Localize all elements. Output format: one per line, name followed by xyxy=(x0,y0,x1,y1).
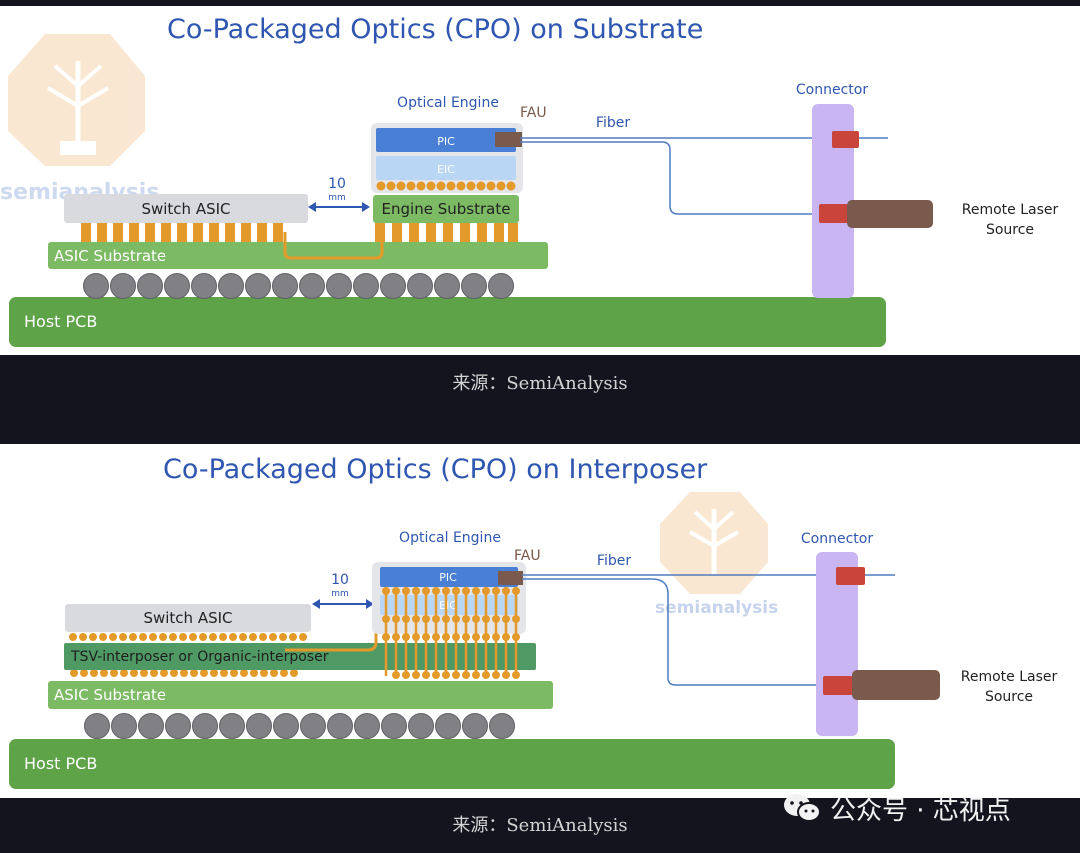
interposer xyxy=(64,643,536,670)
host-pcb-label: Host PCB xyxy=(24,312,97,331)
host-pcb xyxy=(9,739,895,789)
fiber-laser xyxy=(522,578,826,686)
diagram-title: Co-Packaged Optics (CPO) on Interposer xyxy=(163,454,708,485)
distance-unit: mm xyxy=(328,193,346,203)
pic-label: PIC xyxy=(437,135,455,148)
connector-label: Connector xyxy=(801,531,873,547)
connector xyxy=(812,104,854,298)
optical-engine-label: Optical Engine xyxy=(397,95,499,111)
pic-chip xyxy=(376,128,516,152)
engine-bumps xyxy=(375,223,518,242)
host-pcb-label: Host PCB xyxy=(24,754,97,773)
fau-label: FAU xyxy=(514,548,541,564)
wechat-watermark: 公众号 · 芯视点 xyxy=(782,788,1011,828)
interposer-label: TSV-interposer or Organic-interposer xyxy=(70,649,329,665)
distance-unit: mm xyxy=(331,589,349,599)
fiber-label: Fiber xyxy=(597,553,631,569)
wechat-icon xyxy=(784,794,821,822)
watermark-text: 公众号 · 芯视点 xyxy=(830,795,1011,826)
fau xyxy=(495,132,522,147)
eic-label: EIC xyxy=(439,599,457,612)
diagram-title: Co-Packaged Optics (CPO) on Substrate xyxy=(167,14,703,45)
switch-asic xyxy=(65,604,311,632)
remote-laser-label-line2: Source xyxy=(985,689,1033,705)
diagram-substrate-panel: semianalysis Co-Packaged Optics (CPO) on… xyxy=(0,6,1080,355)
diagram-substrate: semianalysis Co-Packaged Optics (CPO) on… xyxy=(0,14,1059,347)
fiber-label: Fiber xyxy=(596,115,630,131)
semianalysis-logo xyxy=(660,492,768,594)
remote-laser-label-line2: Source xyxy=(986,222,1034,238)
routing-trace xyxy=(283,232,384,260)
remote-laser-source xyxy=(852,670,940,700)
diagram-interposer: Co-Packaged Optics (CPO) on Interposer s… xyxy=(9,454,1058,789)
remote-laser-label-line1: Remote Laser xyxy=(962,202,1059,218)
bga-balls xyxy=(83,273,514,299)
connector-port-laser xyxy=(819,204,848,223)
eic-label: EIC xyxy=(437,163,455,176)
diagram-interposer-panel: Co-Packaged Optics (CPO) on Interposer s… xyxy=(0,444,1080,798)
logo-text: semianalysis xyxy=(655,598,778,618)
distance-arrow xyxy=(308,202,370,212)
eic-chip xyxy=(380,595,518,615)
tsv-pillars xyxy=(384,587,518,676)
distance-value: 10 xyxy=(331,572,349,588)
interposer-bumps xyxy=(70,669,520,679)
caption-substrate: 来源：SemiAnalysis xyxy=(452,373,628,394)
asic-substrate xyxy=(48,242,548,269)
pic-chip xyxy=(380,567,518,587)
engine-substrate-label: Engine Substrate xyxy=(382,200,511,218)
routing-trace xyxy=(285,602,378,652)
asic-substrate-label: ASIC Substrate xyxy=(54,247,166,265)
remote-laser-source xyxy=(847,200,933,228)
switch-asic-label: Switch ASIC xyxy=(143,609,232,627)
bga-balls xyxy=(84,713,515,739)
switch-asic-label: Switch ASIC xyxy=(141,200,230,218)
distance-arrow xyxy=(312,599,374,609)
connector-port-laser xyxy=(823,676,853,695)
switch-asic xyxy=(64,194,308,223)
fiber-laser xyxy=(520,141,848,215)
pic-microbumps xyxy=(382,587,520,641)
fau-label: FAU xyxy=(520,105,547,121)
fau xyxy=(498,571,523,585)
asic-bumps xyxy=(81,223,283,242)
eic-microbumps xyxy=(376,181,516,191)
engine-substrate xyxy=(373,195,519,223)
host-pcb xyxy=(9,297,886,347)
pic-label: PIC xyxy=(439,571,457,584)
asic-substrate xyxy=(48,681,553,709)
semianalysis-logo xyxy=(8,34,145,166)
caption-interposer: 来源：SemiAnalysis xyxy=(452,815,628,836)
connector-port-data xyxy=(836,567,865,585)
distance-value: 10 xyxy=(328,176,346,192)
connector-port-data xyxy=(832,131,859,148)
asic-substrate-label: ASIC Substrate xyxy=(54,686,166,704)
connector-label: Connector xyxy=(796,82,868,98)
remote-laser-label-line1: Remote Laser xyxy=(961,669,1058,685)
optical-engine-label: Optical Engine xyxy=(399,530,501,546)
eic-chip xyxy=(376,156,516,180)
asic-microbumps xyxy=(69,633,307,641)
